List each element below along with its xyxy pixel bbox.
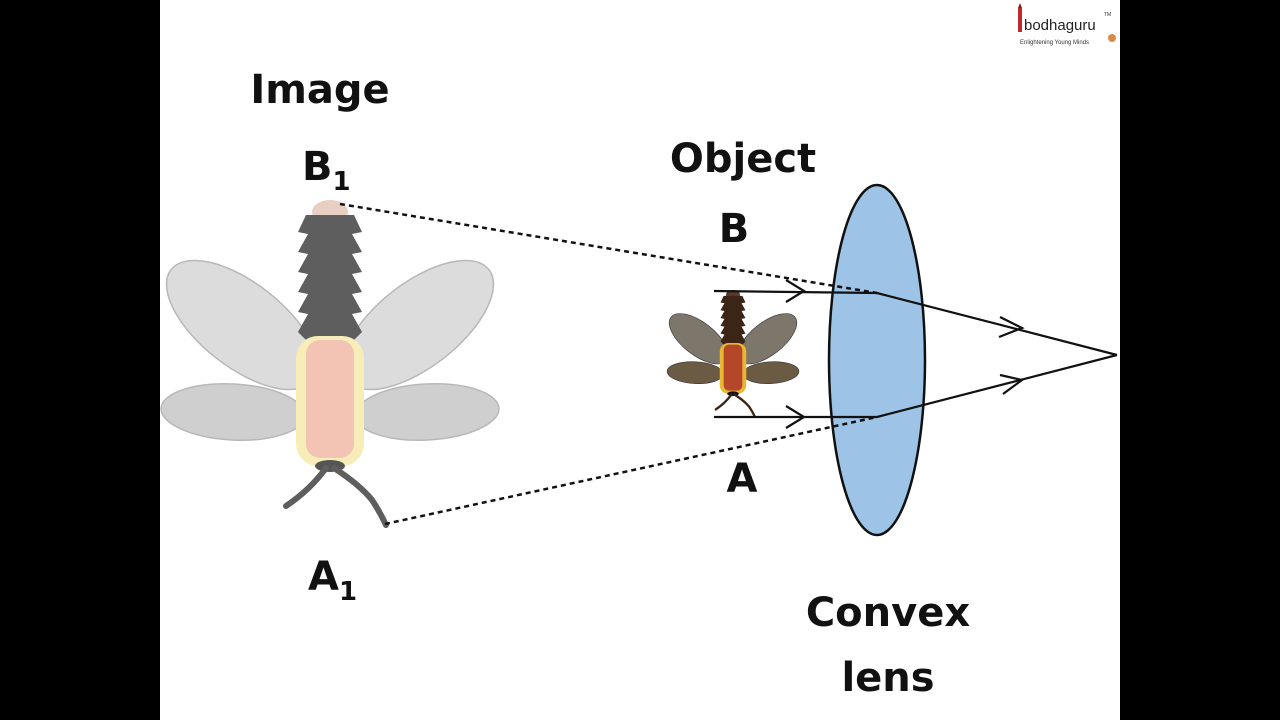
label-a1: A1 [308, 554, 357, 607]
label-b: B [719, 206, 750, 252]
ray-top [713, 289, 1118, 357]
arrow-icon [999, 373, 1025, 395]
svg-text:TM: TM [1104, 12, 1111, 18]
label-b1: B1 [302, 144, 351, 197]
arrow-icon [785, 405, 807, 429]
bodhaguru-logo: bodhaguru TM Enlightening Young Minds [1018, 3, 1116, 46]
label-object: Object [670, 136, 816, 182]
svg-text:bodhaguru: bodhaguru [1024, 17, 1096, 34]
label-image: Image [250, 67, 389, 113]
dashed-ray-a [384, 415, 878, 526]
label-a: A [727, 456, 758, 502]
object-insect [660, 290, 806, 417]
svg-text:Enlightening Young Minds: Enlightening Young Minds [1020, 40, 1089, 46]
image-insect [145, 200, 515, 525]
arrow-icon [785, 279, 807, 303]
label-lens: lens [841, 655, 934, 701]
arrow-icon [998, 316, 1025, 339]
label-convex: Convex [806, 590, 971, 636]
convex-lens [827, 183, 927, 537]
ray-bottom [714, 353, 1118, 419]
dashed-ray-b [339, 202, 878, 295]
